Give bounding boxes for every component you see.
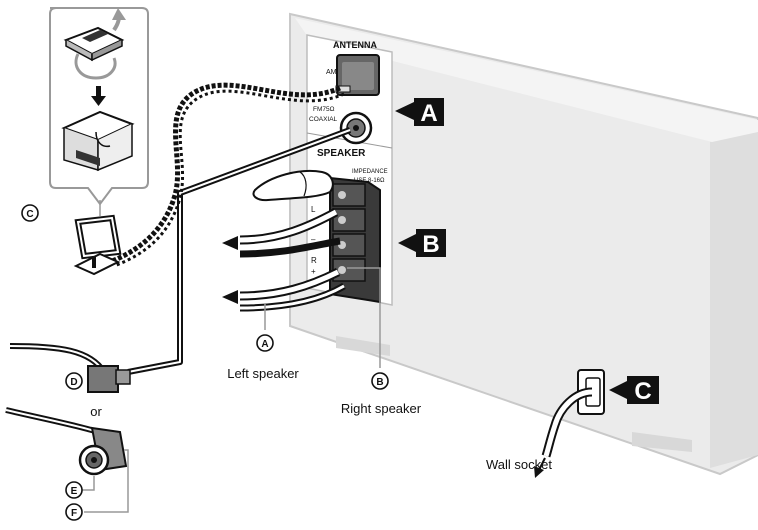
badge-c: C [609, 376, 659, 405]
callout-c: C [21, 204, 39, 222]
svg-text:D: D [70, 377, 77, 388]
callout-d: D [65, 372, 83, 390]
finger-illustration [252, 170, 334, 202]
am-label: AM [326, 69, 337, 76]
svg-text:C: C [634, 378, 651, 405]
loop-antenna [73, 214, 122, 276]
coaxial-label: COAXIAL [309, 116, 338, 123]
badge-b: B [398, 229, 446, 258]
svg-text:B: B [376, 377, 383, 388]
left-speaker-caption: Left speaker [227, 366, 299, 381]
right-channel-label: R [311, 256, 317, 265]
svg-text:A: A [261, 339, 268, 350]
left-speaker-wire [222, 208, 341, 258]
fm-coaxial-jack [339, 111, 373, 145]
antenna-label: ANTENNA [333, 40, 377, 50]
callout-f: F [65, 503, 83, 521]
callout-a: A [256, 334, 274, 352]
main-unit [289, 12, 758, 476]
right-plus-sign: + [311, 267, 316, 276]
svg-text:C: C [26, 209, 33, 220]
left-channel-label: L [311, 205, 316, 214]
fm-connector-ef [5, 407, 129, 513]
wall-socket-caption: Wall socket [486, 457, 552, 472]
right-speaker-wire [222, 267, 346, 312]
fm-label: FM75Ω [313, 106, 335, 113]
speaker-label: SPEAKER [317, 148, 366, 159]
callout-leaders [99, 200, 381, 368]
callout-b: B [371, 372, 389, 390]
badge-a: A [395, 98, 444, 127]
unit-foot [632, 432, 692, 452]
or-caption: or [90, 404, 102, 419]
impedance-label: IMPEDANCE [352, 169, 388, 175]
am-antenna-cable [109, 82, 345, 268]
am-antenna-terminal [335, 54, 380, 96]
svg-text:F: F [71, 508, 77, 519]
svg-text:A: A [420, 100, 437, 127]
callout-e: E [65, 481, 83, 499]
fm-antenna-cable [127, 127, 352, 375]
right-wire-arrow [222, 290, 238, 304]
svg-text:B: B [422, 231, 439, 258]
fm-connector-d [9, 343, 131, 393]
power-cord [534, 387, 593, 478]
right-speaker-caption: Right speaker [341, 401, 422, 416]
svg-text:E: E [71, 486, 78, 497]
use-ohm-label: USE 8-16Ω [354, 178, 385, 184]
unit-foot [336, 336, 390, 356]
loop-antenna-inset [49, 7, 149, 206]
left-wire-arrow [222, 236, 238, 250]
left-minus-sign: – [311, 235, 316, 244]
